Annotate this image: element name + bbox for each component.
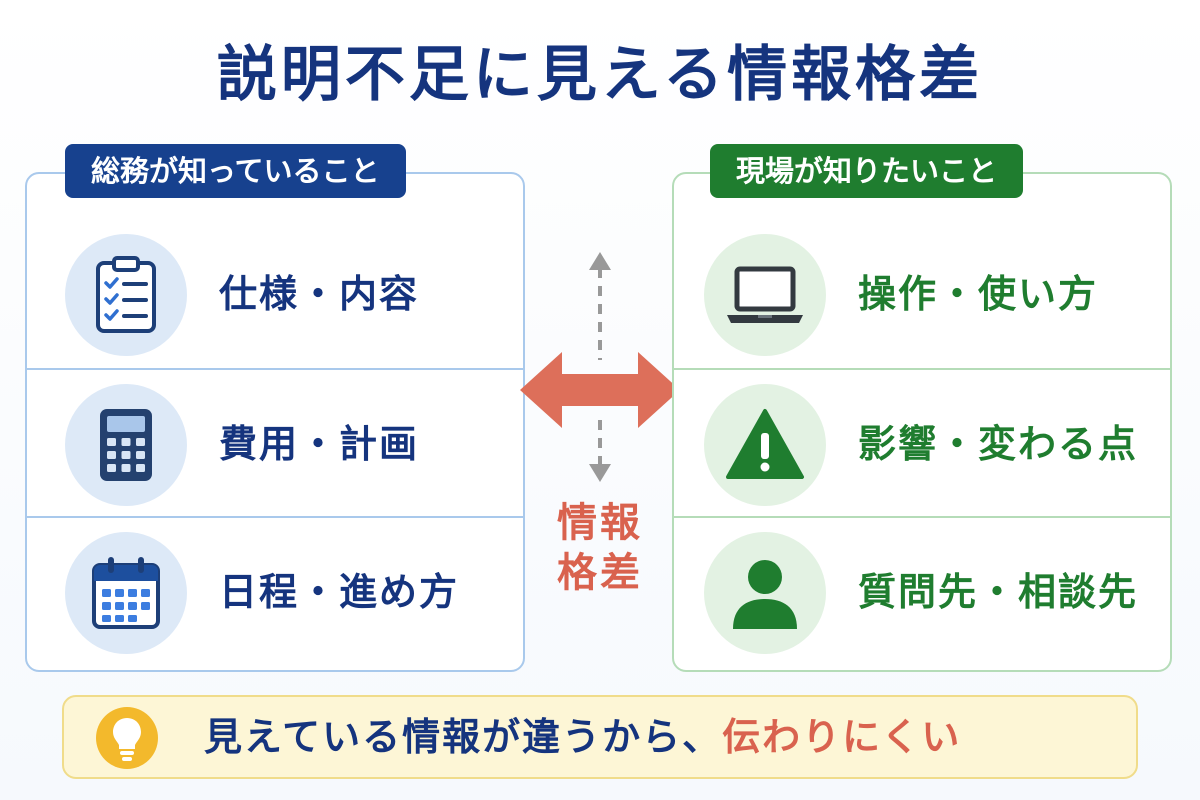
- info-gap-line2: 格差: [557, 550, 643, 596]
- list-item-cost: 費用・計画: [27, 368, 523, 518]
- left-panel-known-by-general-affairs: 総務が知っていること 仕様・内容: [25, 144, 525, 672]
- summary-text-main: 見えている情報が違うから、: [204, 715, 723, 759]
- item-label: 質問先・相談先: [858, 570, 1139, 614]
- list-item-schedule: 日程・進め方: [27, 516, 523, 666]
- person-icon: [704, 532, 826, 654]
- item-label: 影響・変わる点: [858, 422, 1139, 466]
- summary-text-emphasis: 伝わりにくい: [722, 715, 962, 759]
- summary-text: 見えている情報が違うから、伝わりにくい: [204, 697, 961, 777]
- right-panel-wanted-by-field: 現場が知りたいこと 操作・使い方 影響・変わる点 質: [672, 144, 1172, 672]
- item-label: 操作・使い方: [858, 272, 1099, 316]
- double-headed-arrow-icon: [520, 352, 680, 428]
- list-item-operation: 操作・使い方: [674, 220, 1170, 368]
- summary-banner: 見えている情報が違うから、伝わりにくい: [62, 695, 1138, 779]
- vertical-dashed-arrow: [589, 252, 611, 482]
- item-label: 仕様・内容: [219, 272, 420, 316]
- clipboard-checklist-icon: [65, 234, 187, 356]
- page-title: 説明不足に見える情報格差: [216, 40, 984, 110]
- info-gap-arrows: [520, 252, 680, 482]
- calendar-icon: [65, 532, 187, 654]
- calculator-icon: [65, 384, 187, 506]
- left-panel-header: 総務が知っていること: [65, 144, 406, 198]
- lightbulb-icon: [96, 707, 158, 769]
- laptop-icon: [704, 234, 826, 356]
- list-item-contact: 質問先・相談先: [674, 516, 1170, 666]
- info-gap-label: 情報 格差: [545, 498, 655, 598]
- item-label: 日程・進め方: [219, 570, 460, 614]
- list-item-impact: 影響・変わる点: [674, 368, 1170, 518]
- warning-icon: [704, 384, 826, 506]
- right-panel-header: 現場が知りたいこと: [710, 144, 1024, 198]
- info-gap-line1: 情報: [557, 500, 643, 546]
- list-item-spec: 仕様・内容: [27, 220, 523, 368]
- item-label: 費用・計画: [219, 422, 420, 466]
